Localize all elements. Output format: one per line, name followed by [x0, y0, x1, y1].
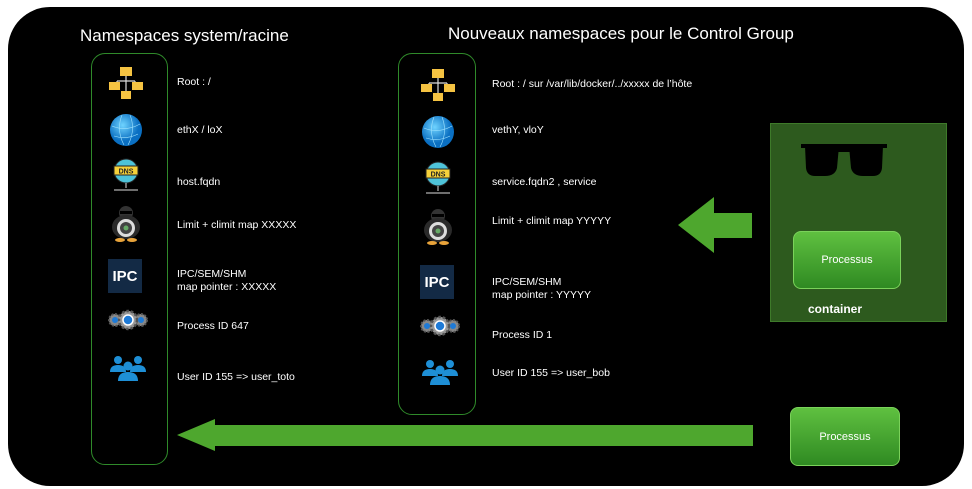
svg-text:DNS: DNS [431, 172, 446, 179]
globe-icon [108, 112, 144, 148]
right-item-text: IPC/SEM/SHM [492, 276, 562, 288]
left-item-text: ethX / loX [177, 124, 223, 136]
folder-tree-icon [108, 65, 144, 101]
container-label: container [808, 302, 863, 316]
outside-process-box: Processus [790, 407, 900, 466]
penguin-icon [420, 208, 456, 245]
penguin-icon [108, 205, 144, 242]
dns-icon: DNS [420, 160, 456, 196]
ipc-logo-text: IPC [108, 259, 142, 293]
left-title: Namespaces system/racine [80, 26, 289, 45]
right-item-text: Root : / sur /var/lib/docker/../xxxxx de… [492, 78, 693, 90]
left-namespace-column [91, 53, 168, 465]
right-item-text2: map pointer : YYYYY [492, 289, 592, 301]
right-item-text: Process ID 1 [492, 329, 553, 341]
folder-tree-icon [420, 67, 456, 103]
left-item-text: host.fqdn [177, 176, 221, 188]
gears-icon [420, 314, 460, 350]
right-item-text: service.fqdn2 , service [492, 176, 597, 188]
svg-text:DNS: DNS [119, 169, 134, 176]
container-box: Processus container [770, 123, 947, 322]
right-title: Nouveaux namespaces pour le Control Grou… [448, 24, 794, 43]
right-item-text: User ID 155 => user_bob [492, 367, 610, 379]
right-item-text: Limit + climit map YYYYY [492, 215, 612, 227]
left-item-text: Limit + climit map XXXXX [177, 219, 297, 231]
left-item-text: Root : / [177, 76, 211, 88]
arrow-left-long [177, 419, 753, 451]
left-item-text: Process ID 647 [177, 320, 249, 332]
right-namespace-column [398, 53, 476, 415]
right-item-text: vethY, vloY [492, 124, 544, 136]
container-process-box: Processus [793, 231, 901, 289]
ipc-logo-text: IPC [420, 265, 454, 299]
left-item-text: IPC/SEM/SHM [177, 268, 247, 280]
left-item-text: User ID 155 => user_toto [177, 371, 295, 383]
left-item-text2: map pointer : XXXXX [177, 281, 277, 293]
globe-icon [420, 114, 456, 150]
users-icon [420, 358, 458, 394]
dns-icon: DNS [108, 157, 144, 193]
arrow-left-small [678, 197, 752, 253]
ipc-icon: IPC [420, 265, 456, 301]
glasses-icon [801, 144, 887, 176]
users-icon [108, 354, 146, 390]
ipc-icon: IPC [108, 259, 144, 295]
gears-icon [108, 308, 148, 344]
